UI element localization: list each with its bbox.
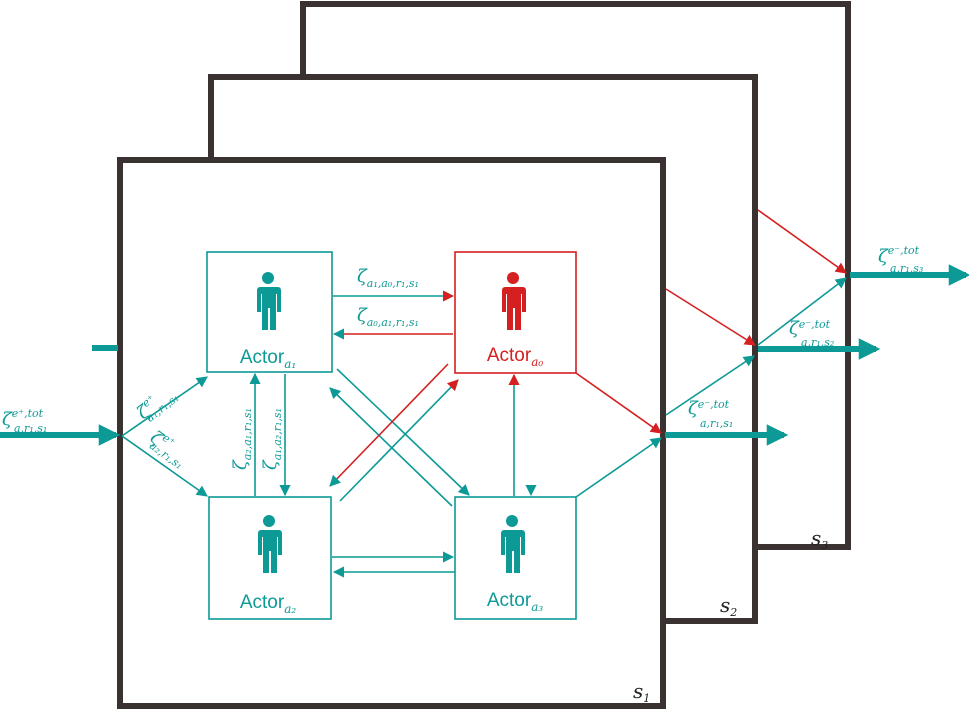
- a2-to-a0-arrow: [339, 379, 459, 502]
- label-input-total-sub: a,r₁,s₁: [14, 422, 47, 435]
- label-output-s3-sub: a,r₁,s₃: [890, 262, 923, 275]
- label-output-s1-sub: a,r₁,s₁: [700, 417, 733, 430]
- a3-to-output-s1-arrow: [575, 437, 662, 498]
- sheet-s1-label: s1: [633, 679, 650, 705]
- a3-to-a1-arrow: [329, 387, 453, 507]
- person-icon: [501, 515, 525, 573]
- svg-text:ζa₁,a₂,r₁,s₁: ζa₁,a₂,r₁,s₁: [260, 408, 284, 470]
- actor-a2-box: Actora₂: [208, 496, 332, 620]
- label-output-s2: ζe⁻,tot: [789, 318, 831, 339]
- actor-a1-box: Actora₁: [206, 251, 333, 373]
- s3-red-to-output-arrow: [757, 209, 847, 274]
- label-a1-a2: ζa₁,a₂,r₁,s₁: [260, 408, 284, 470]
- label-a2-a1: ζa₂,a₁,r₁,s₁: [230, 408, 254, 470]
- person-icon: [502, 272, 526, 330]
- person-icon: [257, 272, 281, 330]
- label-output-s2-sub: a,r₁,s₂: [801, 336, 834, 349]
- s3-teal-to-output-arrow: [757, 277, 847, 346]
- label-input-total: ζe⁺,tot: [2, 407, 44, 430]
- sheet-s1: s1: [117, 157, 666, 709]
- person-icon: [258, 515, 282, 573]
- a0-to-output-s1-arrow: [575, 372, 662, 434]
- actor-a3-label: Actora₃: [487, 590, 544, 614]
- actor-a0-box: Actora₀: [454, 251, 577, 374]
- actor-a3-box: Actora₃: [454, 496, 577, 620]
- actor-a2-label: Actora₂: [240, 592, 297, 616]
- label-output-s3: ζe⁻,tot: [878, 244, 920, 267]
- input-to-a2-arrow: [121, 435, 208, 497]
- svg-text:ζa₂,a₁,r₁,s₁: ζa₂,a₁,r₁,s₁: [230, 408, 254, 470]
- label-output-s1: ζe⁻,tot: [688, 398, 730, 419]
- actor-a0-label: Actora₀: [487, 345, 544, 369]
- a0-to-a2-arrow: [329, 363, 449, 487]
- label-a0-a1: ζa₀,a₁,r₁,s₁: [357, 305, 419, 329]
- label-a1-a0: ζa₁,a₀,r₁,s₁: [357, 266, 419, 290]
- input-to-a1-arrow: [121, 376, 208, 437]
- s2-teal-to-output-arrow: [665, 355, 755, 416]
- sheet-s3-label: s3: [811, 526, 828, 552]
- a1-to-a3-arrow: [336, 368, 470, 496]
- actor-a1-label: Actora₁: [240, 347, 296, 371]
- sheet-s2-label: s2: [720, 593, 737, 619]
- s2-red-to-output-arrow: [665, 288, 756, 346]
